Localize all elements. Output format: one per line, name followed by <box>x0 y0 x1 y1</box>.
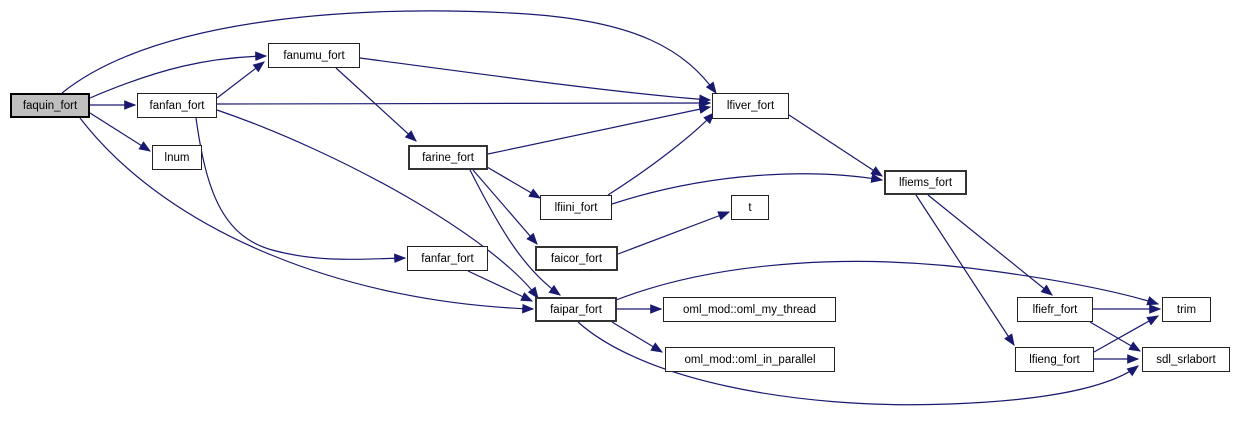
node-sdl_srlabort[interactable]: sdl_srlabort <box>1142 347 1230 372</box>
node-label: lfieng_fort <box>1029 353 1080 366</box>
node-label: t <box>748 201 752 214</box>
edge-farine_fort-lfiini_fort <box>486 166 542 199</box>
edge-lfiems_fort-lfiefr_fort <box>927 194 1053 296</box>
edge-fanumu_fort-farine_fort <box>335 67 417 142</box>
edge-fanfan_fort-lfiver_fort <box>216 98 712 108</box>
node-fanfan_fort[interactable]: fanfan_fort <box>137 93 217 118</box>
node-fanfar_fort[interactable]: fanfar_fort <box>407 246 488 271</box>
edge-farine_fort-faipar_fort <box>469 169 561 296</box>
edge-lfiefr_fort-sdl_srlabort <box>1089 321 1142 352</box>
node-label: fanumu_fort <box>283 49 345 62</box>
node-fanumu_fort[interactable]: fanumu_fort <box>268 43 360 68</box>
edge-lfieng_fort-trim <box>1093 315 1160 353</box>
node-label: faipar_fort <box>550 303 602 316</box>
node-faipar_fort[interactable]: faipar_fort <box>535 297 617 322</box>
edge-farine_fort-lfiver_fort <box>487 104 712 155</box>
edge-faquin_fort-faipar_fort <box>79 117 535 314</box>
edge-faipar_fort-trim <box>615 260 1160 306</box>
edge-faicor_fort-t <box>617 211 731 255</box>
node-lnum[interactable]: lnum <box>152 145 202 170</box>
edge-faipar_fort-oml_in_parallel <box>611 321 664 353</box>
node-label: faicor_fort <box>550 252 603 265</box>
edge-faipar_fort-sdl_srlabort <box>577 321 1139 406</box>
edge-fanfan_fort-fanumu_fort <box>216 61 265 99</box>
edge-faquin_fort-lfiver_fort <box>61 10 717 94</box>
node-oml_my_thread[interactable]: oml_mod::oml_my_thread <box>663 297 836 322</box>
node-label: lfiver_fort <box>726 100 775 112</box>
node-farine_fort[interactable]: farine_fort <box>408 145 488 170</box>
node-faquin_fort: faquin_fort <box>10 93 90 118</box>
edge-lfiver_fort-lfiems_fort <box>788 114 884 177</box>
node-label: sdl_srlabort <box>1156 353 1216 366</box>
edge-fanfan_fort-fanfar_fort <box>195 117 407 264</box>
node-trim[interactable]: trim <box>1162 297 1211 322</box>
node-label: trim <box>1176 303 1197 316</box>
node-faicor_fort[interactable]: faicor_fort <box>535 246 618 271</box>
edge-farine_fort-faicor_fort <box>472 169 538 245</box>
edge-lfiini_fort-lfiver_fort <box>607 112 715 196</box>
node-label: fanfan_fort <box>149 99 205 112</box>
node-label: fanfar_fort <box>421 252 474 265</box>
edge-lfiini_fort-lfiems_fort <box>611 173 884 205</box>
node-lfiini_fort[interactable]: lfiini_fort <box>540 195 612 220</box>
node-label: oml_mod::oml_my_thread <box>683 303 816 316</box>
node-lfiefr_fort[interactable]: lfiefr_fort <box>1017 297 1093 322</box>
node-label: lnum <box>164 151 190 164</box>
node-label: farine_fort <box>422 151 474 164</box>
node-lfiems_fort[interactable]: lfiems_fort <box>884 170 967 195</box>
node-lfiver_fort[interactable]: lfiver_fort <box>712 93 789 119</box>
edge-fanumu_fort-lfiver_fort <box>359 57 712 105</box>
node-label: faquin_fort <box>22 99 78 112</box>
node-label: lfiems_fort <box>898 176 953 189</box>
edge-faquin_fort-lnum <box>89 112 152 152</box>
edge-faquin_fort-fanumu_fort <box>89 51 268 99</box>
edge-lfiems_fort-lfieng_fort <box>915 194 1015 347</box>
edge-fanfan_fort-faipar_fort <box>216 109 539 299</box>
node-lfieng_fort[interactable]: lfieng_fort <box>1015 347 1094 372</box>
node-oml_in_parallel[interactable]: oml_mod::oml_in_parallel <box>665 347 835 372</box>
node-label: lfiefr_fort <box>1032 303 1078 316</box>
edge-fanfar_fort-faipar_fort <box>467 270 534 302</box>
node-label: oml_mod::oml_in_parallel <box>684 353 816 366</box>
node-label: lfiini_fort <box>554 201 598 214</box>
node-t[interactable]: t <box>731 195 769 220</box>
